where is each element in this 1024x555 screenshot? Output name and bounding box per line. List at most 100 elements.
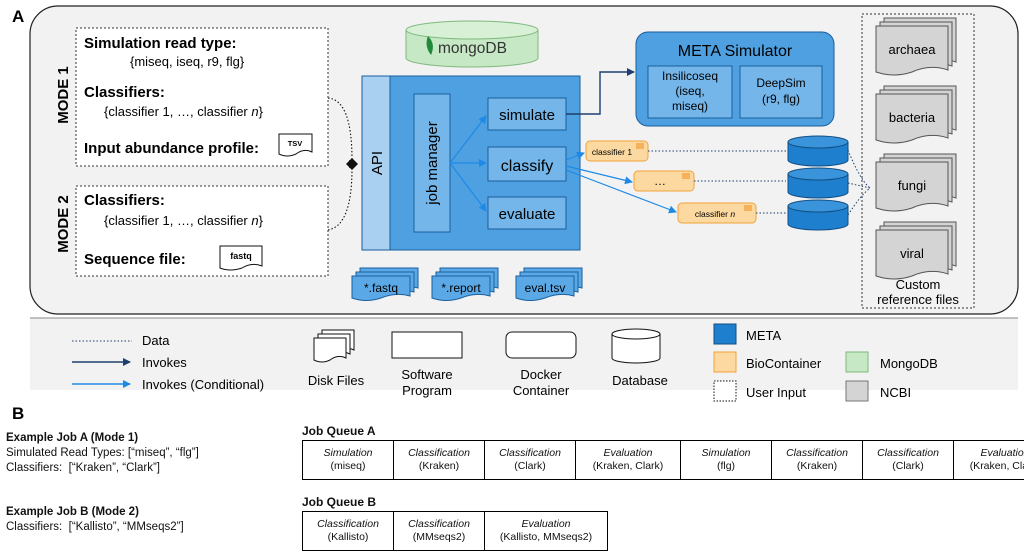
queue-cell: Classification(Clark) — [862, 440, 954, 480]
queue-cell-arg: (Kraken, Clark) — [969, 460, 1024, 472]
output-file-1: *.report — [431, 267, 499, 301]
meta-database-2 — [787, 167, 849, 199]
mode2-seq-label: Sequence file: — [84, 251, 186, 268]
legend-disk-files: Disk Files — [308, 373, 365, 388]
deepsim-line2: (r9, flg) — [762, 92, 800, 106]
legend-invokes: Invokes — [142, 355, 187, 370]
legend-docker-icon — [505, 331, 577, 359]
legend-mongodb-swatch — [845, 351, 869, 373]
legend-docker-line1: Docker — [520, 367, 562, 382]
queue-cell-task: Classification — [317, 518, 379, 530]
evaluate-box — [487, 196, 567, 230]
legend-invokes-conditional: Invokes (Conditional) — [142, 377, 264, 392]
mongodb-database: mongoDB — [405, 20, 539, 68]
classifier-n-container: classifier n — [677, 202, 757, 224]
job-a-line1: Simulated Read Types: [“miseq”, “flg”] — [6, 447, 199, 459]
queue-cell-task: Classification — [408, 447, 470, 459]
queue-cell-arg: (Kallisto) — [327, 531, 369, 543]
insilicoseq-line3: miseq) — [672, 99, 708, 113]
legend-ncbi: NCBI — [880, 385, 911, 400]
output-file-label-1: *.report — [441, 281, 481, 295]
legend-docker-line2: Container — [513, 383, 570, 398]
mode2-box — [75, 185, 329, 277]
svg-text:mongoDB: mongoDB — [438, 40, 507, 57]
job-manager-label: job manager — [424, 121, 441, 205]
queue-cell-task: Evaluation — [521, 518, 571, 530]
queue-cell: Evaluation(Kallisto, MMseqs2) — [484, 511, 608, 551]
queue-cell-arg: (Clark) — [514, 460, 546, 472]
mode2-cls-values: {classifier 1, …, classifier n} — [104, 213, 264, 228]
legend-software-line2: Program — [402, 383, 452, 398]
mode1-cls-values: {classifier 1, …, classifier n} — [104, 104, 264, 119]
arrow-to-classifier-1 — [565, 151, 585, 161]
svg-text:classifier n: classifier n — [695, 209, 735, 219]
legend-software-line1: Software — [401, 367, 452, 382]
output-file-2: eval.tsv — [515, 267, 583, 301]
meta-simulator-title: META Simulator — [678, 43, 793, 60]
reference-files-box — [861, 13, 975, 309]
api-label: API — [369, 151, 386, 175]
queue-cell-arg: (Kallisto, MMseqs2) — [499, 531, 593, 543]
classifier-1-container: classifier 1 — [585, 140, 649, 162]
queue-cell: Classification(Kraken) — [771, 440, 863, 480]
output-file-label-2: eval.tsv — [525, 281, 566, 295]
mode2-connector — [327, 167, 353, 231]
legend-mongodb: MongoDB — [880, 356, 938, 371]
arrow-to-classifier-middle — [565, 165, 633, 185]
reference-file-bacteria: bacteria — [875, 85, 957, 144]
insilicoseq-line1: Insilicoseq — [662, 69, 718, 83]
queue-cell-arg: (Kraken) — [418, 460, 460, 472]
arrow-to-meta-simulator — [566, 68, 635, 115]
mode1-title: MODE 1 — [55, 66, 72, 124]
api-column — [361, 75, 391, 251]
meta-database-3 — [787, 199, 849, 231]
queue-cell-task: Evaluation — [603, 447, 653, 459]
mode1-sim-heading: Simulation read type: — [84, 35, 237, 52]
job-b-title: Example Job B (Mode 2) — [6, 506, 139, 518]
svg-text:…: … — [654, 174, 666, 188]
legend-disk-files-icon — [313, 329, 355, 363]
insilicoseq-line2: (iseq, — [675, 84, 704, 98]
legend-database: Database — [612, 373, 668, 388]
queue-cell: Simulation(flg) — [680, 440, 772, 480]
queue-cell-arg: (Kraken, Clark) — [592, 460, 664, 472]
queue-cell-task: Classification — [408, 518, 470, 530]
legend-ncbi-swatch — [845, 380, 869, 402]
queue-cell-arg: (Kraken) — [796, 460, 838, 472]
reference-label-fungi: fungi — [898, 178, 926, 193]
output-file-label-0: *.fastq — [364, 281, 398, 295]
reference-file-fungi: fungi — [875, 153, 957, 212]
queue-cell: Classification(MMseqs2) — [393, 511, 485, 551]
svg-text:fastq: fastq — [230, 251, 252, 261]
reference-caption-line1: Custom — [896, 277, 941, 292]
legend-user-input-swatch — [713, 380, 737, 402]
queue-cell-task: Evaluation — [980, 447, 1024, 459]
job-manager — [413, 93, 451, 233]
queue-cell-task: Simulation — [701, 447, 751, 459]
queue-cell-arg: (MMseqs2) — [412, 531, 466, 543]
legend-biocontainer-swatch — [713, 351, 737, 373]
fastq-file-icon: fastq — [219, 245, 263, 271]
classifier-middle-container: … — [633, 170, 695, 192]
reference-label-archaea: archaea — [889, 42, 937, 57]
arrow-to-classifier-n — [565, 169, 677, 214]
queue-cell-arg: (flg) — [716, 460, 736, 472]
simulate-box — [487, 97, 567, 131]
queue-cell-arg: (miseq) — [330, 460, 366, 472]
biocontainer-icon — [636, 143, 644, 149]
reference-label-viral: viral — [900, 246, 924, 261]
job-queue-a-table: Simulation(miseq)Classification(Kraken)C… — [302, 440, 1024, 480]
queue-cell: Classification(Kraken) — [393, 440, 485, 480]
mongodb-leaf-icon — [426, 36, 433, 55]
legend-user-input: User Input — [746, 385, 806, 400]
biocontainer-icon — [682, 173, 690, 179]
reference-label-bacteria: bacteria — [889, 110, 936, 125]
legend-biocontainer: BioContainer — [746, 356, 822, 371]
queue-cell: Classification(Kallisto) — [302, 511, 394, 551]
queue-cell: Classification(Clark) — [484, 440, 576, 480]
tsv-file-icon: TSV — [278, 133, 313, 157]
job-queue-b-title: Job Queue B — [302, 495, 377, 509]
job-a-line2: Classifiers: [“Kraken”, “Clark”] — [6, 462, 160, 474]
legend-meta: META — [746, 328, 781, 343]
